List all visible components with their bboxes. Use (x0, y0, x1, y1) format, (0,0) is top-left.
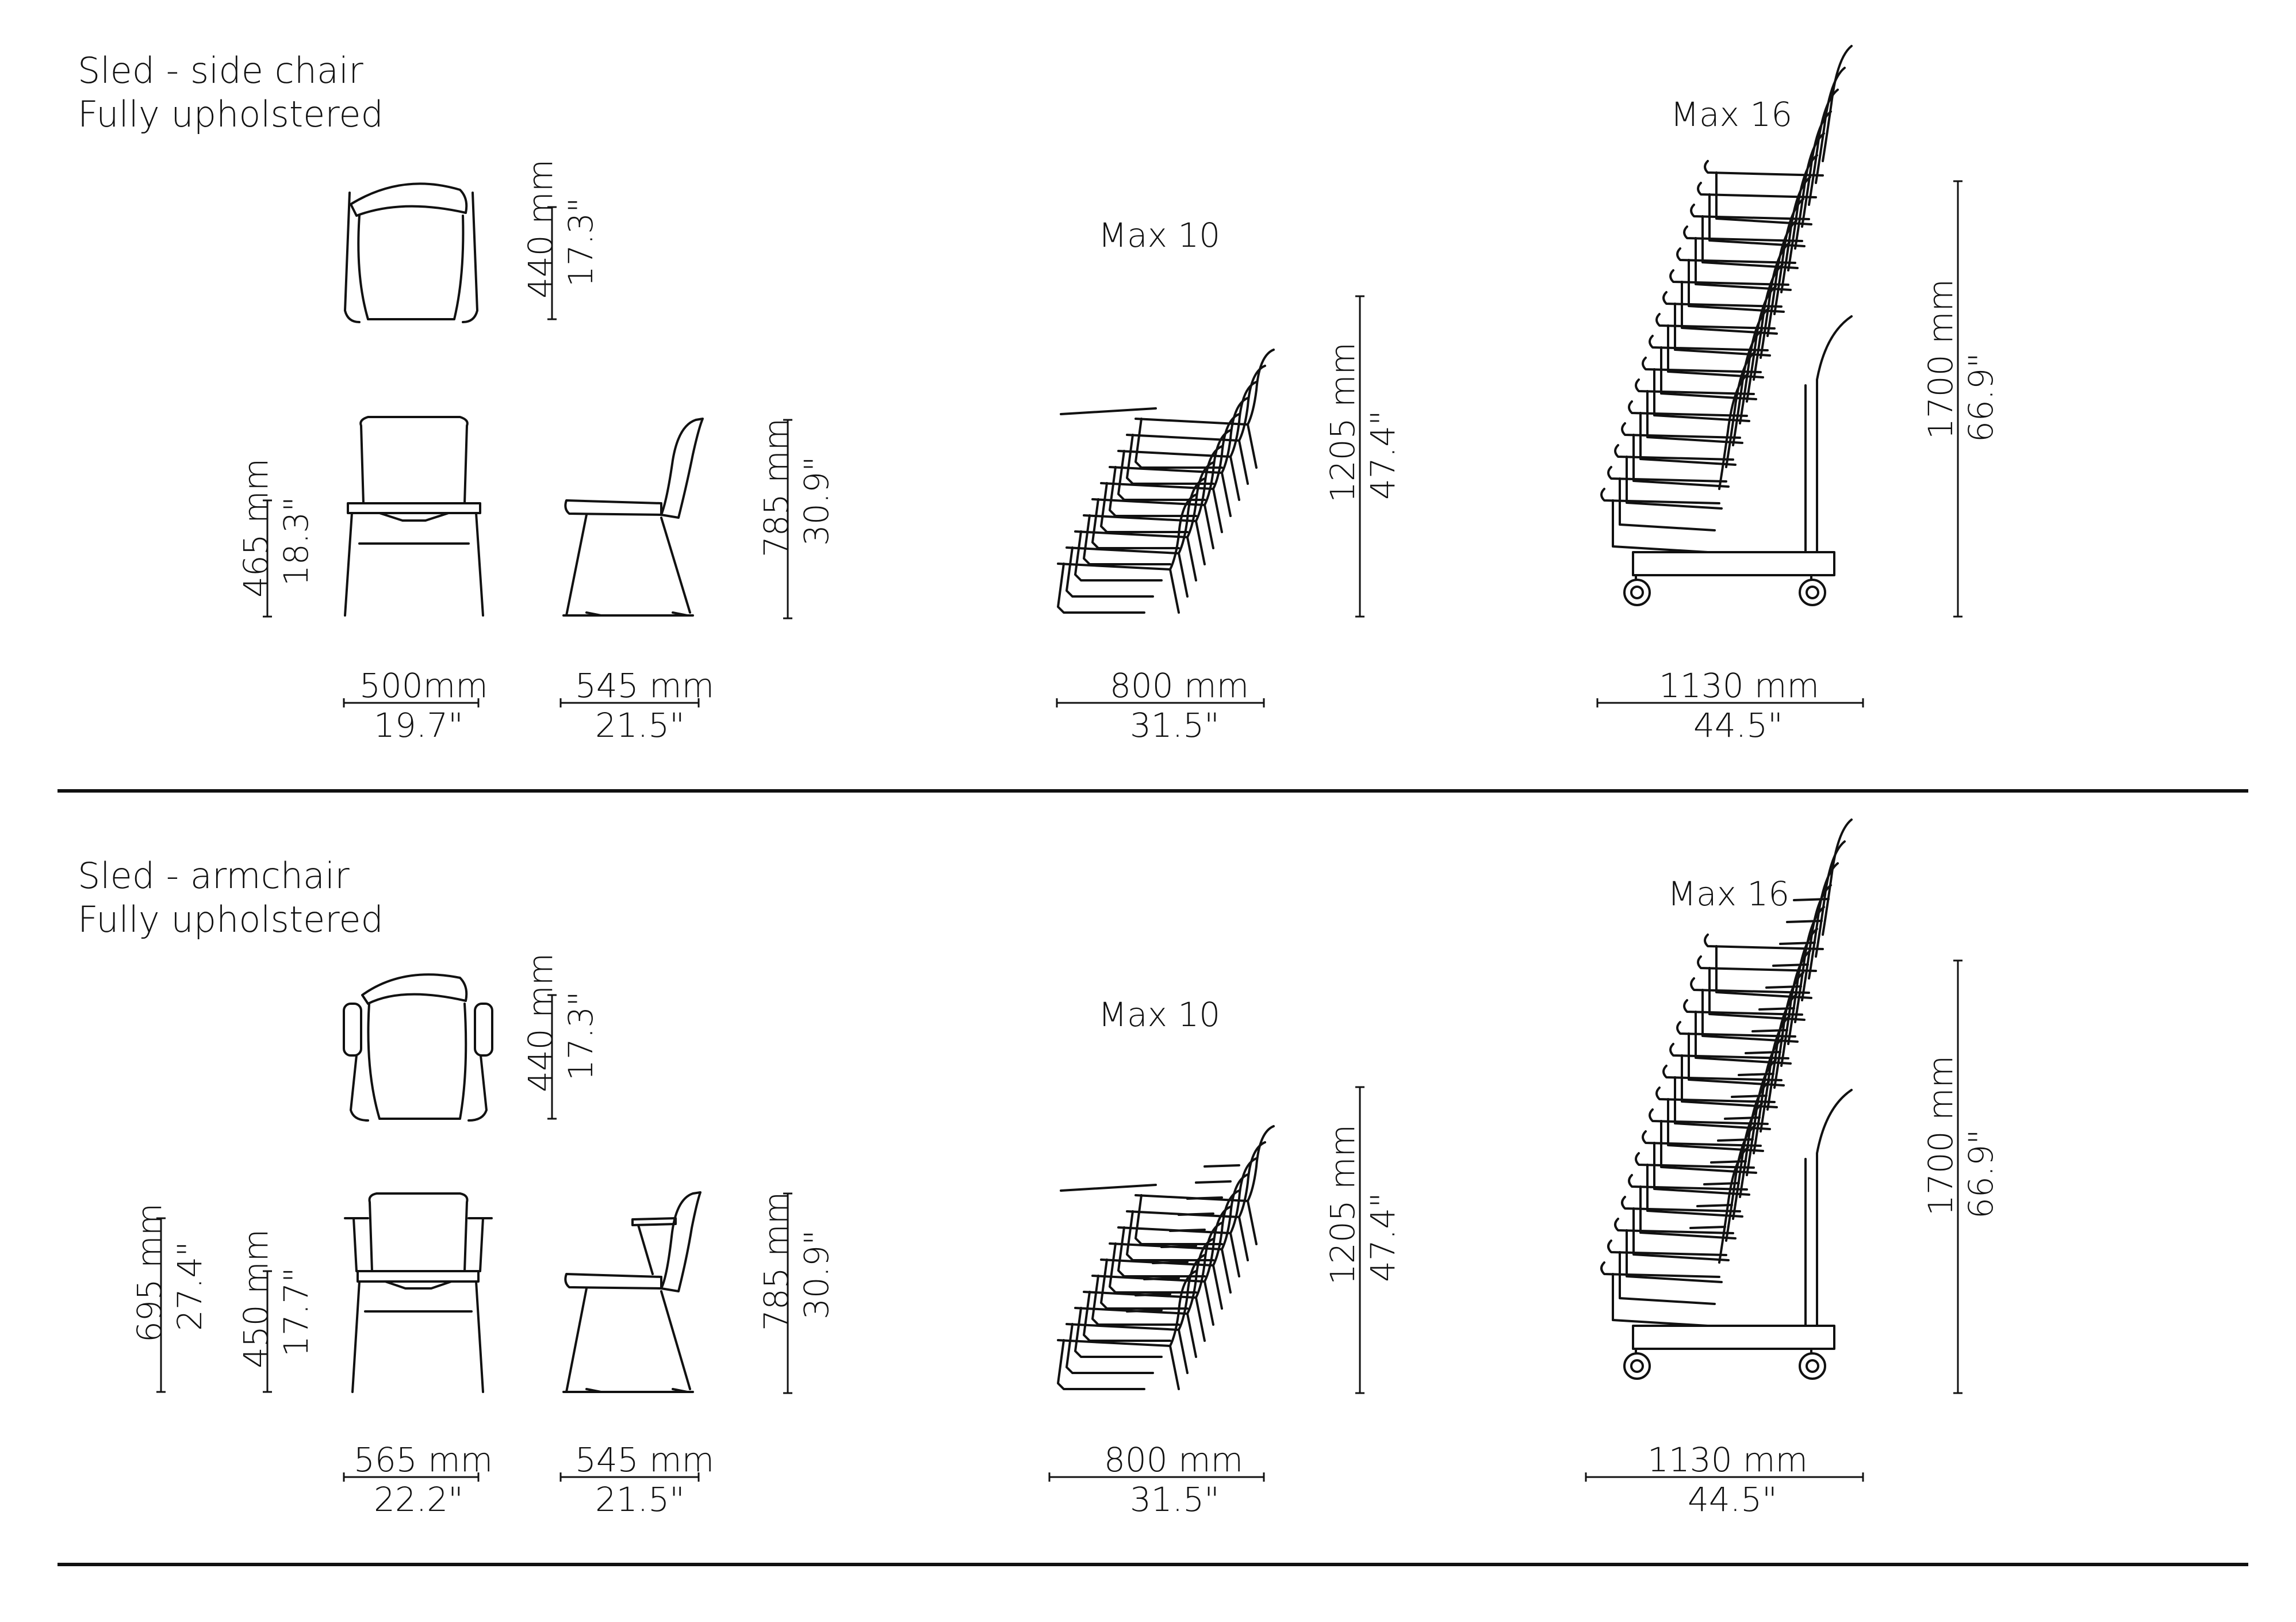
section-1-title-line1: Sled - side chair (78, 49, 363, 91)
s1-stack16-width-in: 44.5" (1693, 706, 1783, 745)
section-1-title: Sled - side chair Fully upholstered (78, 49, 384, 136)
s2-top-height-in: 17.3" (561, 991, 600, 1081)
armchair-stack-10 (1057, 1125, 1275, 1390)
s2-stack16-width-mm: 1130 mm (1647, 1440, 1808, 1479)
s1-stack10-height-mm: 1205 mm (1323, 342, 1362, 503)
s1-stack16-height-in: 66.9" (1961, 353, 2000, 442)
s1-seat-height-in: 18.3" (277, 496, 316, 586)
s2-total-height-mm: 785 mm (757, 1191, 796, 1331)
s1-stack10-height-in: 47.4" (1363, 410, 1402, 500)
section-2-title-line1: Sled - armchair (78, 855, 350, 897)
s1-total-height-mm: 785 mm (757, 418, 796, 557)
s1-stack10-label: Max 10 (1098, 216, 1221, 255)
s2-stack16-width-in: 44.5" (1688, 1480, 1777, 1519)
s1-stack16-width-mm: 1130 mm (1659, 666, 1820, 705)
side-chair-stack-10 (1057, 349, 1275, 614)
s1-seat-height-mm: 465 mm (236, 458, 275, 598)
armchair-stack-16 (1600, 818, 1853, 1380)
side-chair-front-view (344, 416, 484, 617)
s2-front-width-mm: 565 mm (354, 1440, 493, 1479)
s2-side-width-mm: 545 mm (575, 1440, 715, 1479)
s2-seat-height-in: 17.7" (277, 1267, 316, 1357)
s2-stack10-height-in: 47.4" (1363, 1192, 1402, 1282)
s2-total-height-in: 30.9" (797, 1230, 836, 1319)
s2-stack10-height-mm: 1205 mm (1323, 1124, 1362, 1285)
s1-front-width-in: 19.7" (374, 706, 463, 745)
s2-stack10-width-in: 31.5" (1130, 1480, 1220, 1519)
s2-seat-height-mm: 450 mm (236, 1229, 275, 1368)
side-chair-stack-16 (1600, 45, 1853, 606)
dimension-lines (156, 180, 1962, 1482)
section-2-title-line2: Fully upholstered (78, 898, 384, 940)
s1-stack10-width-mm: 800 mm (1110, 666, 1249, 705)
s2-stack16-height-in: 66.9" (1961, 1129, 2000, 1219)
s2-stack10-width-mm: 800 mm (1104, 1440, 1244, 1479)
section-divider-2 (58, 1563, 2248, 1566)
s1-stack16-height-mm: 1700 mm (1921, 278, 1960, 439)
s1-total-height-in: 30.9" (797, 456, 836, 546)
side-chair-top-view (344, 182, 478, 323)
s1-front-width-mm: 500mm (359, 666, 488, 705)
s1-stack10-width-in: 31.5" (1130, 706, 1220, 745)
s1-stack16-label: Max 16 (1670, 95, 1793, 134)
s1-side-width-mm: 545 mm (575, 666, 715, 705)
s2-stack16-height-mm: 1700 mm (1921, 1055, 1960, 1216)
side-chair-side-view (562, 418, 704, 617)
section-2-title: Sled - armchair Fully upholstered (78, 854, 384, 942)
s1-top-height-in: 17.3" (561, 197, 600, 287)
armchair-top-view (343, 973, 493, 1122)
s1-top-height-mm: 440 mm (521, 159, 560, 299)
s2-top-height-mm: 440 mm (521, 952, 560, 1092)
s1-side-width-in: 21.5" (595, 706, 685, 745)
s2-stack10-label: Max 10 (1098, 995, 1221, 1034)
armchair-front-view (344, 1192, 493, 1393)
s2-side-width-in: 21.5" (595, 1480, 685, 1519)
s2-arm-height-mm: 695 mm (130, 1203, 169, 1342)
s2-stack16-label: Max 16 (1668, 874, 1790, 913)
armchair-side-view (562, 1191, 702, 1393)
section-divider-1 (58, 789, 2248, 793)
s2-front-width-in: 22.2" (374, 1480, 463, 1519)
s2-arm-height-in: 27.4" (170, 1241, 209, 1331)
section-1-title-line2: Fully upholstered (78, 93, 384, 135)
